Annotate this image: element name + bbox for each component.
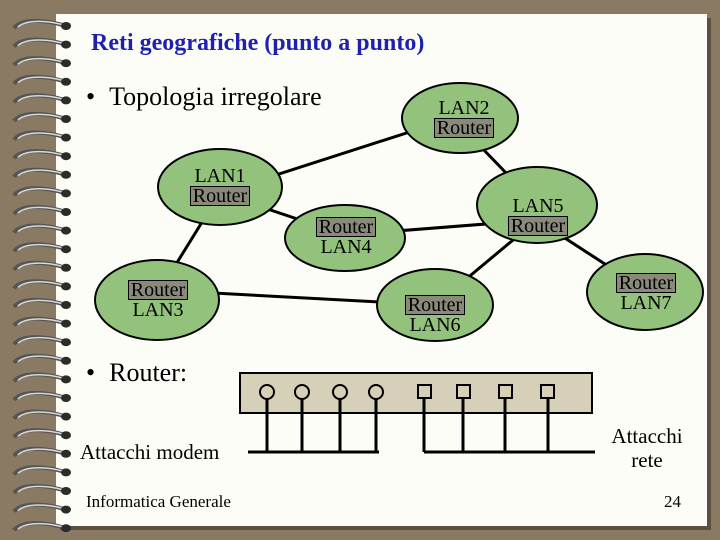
spiral-ring (12, 484, 71, 495)
network-connections-line2: rete (631, 448, 663, 472)
spiral-ring (12, 279, 71, 291)
spiral-ring (12, 167, 71, 179)
spiral-ring (12, 502, 71, 514)
lan6-label: Router LAN6 (391, 295, 479, 335)
footer-course: Informatica Generale (86, 492, 231, 511)
lan2-router-tag: Router (433, 118, 495, 138)
network-connections-label: Attacchi rete (602, 424, 692, 472)
spiral-ring (12, 353, 71, 365)
spiral-ring (12, 446, 71, 458)
lan7-name: LAN7 (620, 292, 672, 314)
lan5-label: LAN5 Router (494, 196, 582, 236)
spiral-ring (12, 298, 71, 309)
lan7-router-tag: Router (615, 273, 677, 293)
lan2-name: LAN2 (438, 97, 490, 119)
spiral-ring (12, 409, 71, 421)
bullet-router-text: Router: (109, 358, 188, 387)
spiral-ring (12, 93, 71, 105)
lan3-name: LAN3 (132, 299, 184, 321)
spiral-ring (12, 149, 71, 161)
network-connections-line1: Attacchi (611, 424, 683, 448)
spiral-ring (12, 316, 71, 328)
spiral-ring (12, 465, 71, 477)
spiral-ring (12, 242, 71, 254)
spiral-ring (12, 428, 71, 440)
spiral-ring (12, 205, 71, 216)
lan1-label: LAN1 Router (176, 166, 264, 206)
spiral-ring (12, 521, 71, 533)
bullet-topology: •Topologia irregolare (86, 82, 322, 111)
spiral-ring (12, 335, 71, 347)
lan2-label: LAN2 Router (420, 98, 508, 138)
slide-title: Reti geografiche (punto a punto) (91, 30, 425, 56)
lan4-label: Router LAN4 (302, 217, 390, 257)
spiral-ring (12, 186, 71, 198)
lan3-label: Router LAN3 (114, 280, 202, 320)
spiral-ring (12, 56, 71, 68)
lan1-name: LAN1 (194, 165, 246, 187)
lan6-name: LAN6 (409, 314, 461, 336)
spiral-ring (12, 372, 71, 384)
spiral-ring (12, 112, 71, 123)
spiral-ring (12, 260, 71, 272)
spiral-ring (12, 391, 71, 402)
lan4-name: LAN4 (320, 236, 372, 258)
bullet-router: •Router: (86, 358, 188, 387)
lan5-router-tag: Router (507, 216, 569, 236)
spiral-ring (12, 74, 71, 86)
lan6-router-tag: Router (404, 295, 466, 315)
spiral-ring (12, 37, 71, 49)
spiral-ring (12, 19, 71, 30)
modem-connections-label: Attacchi modem (80, 440, 220, 464)
spiral-ring (12, 223, 71, 235)
lan5-name: LAN5 (512, 195, 564, 217)
router-box (239, 372, 593, 414)
spiral-ring (12, 130, 71, 142)
lan7-label: Router LAN7 (602, 273, 690, 313)
lan4-router-tag: Router (315, 217, 377, 237)
bullet-topology-text: Topologia irregolare (109, 82, 322, 111)
lan1-router-tag: Router (189, 186, 251, 206)
lan3-router-tag: Router (127, 280, 189, 300)
page-number: 24 (664, 492, 681, 511)
